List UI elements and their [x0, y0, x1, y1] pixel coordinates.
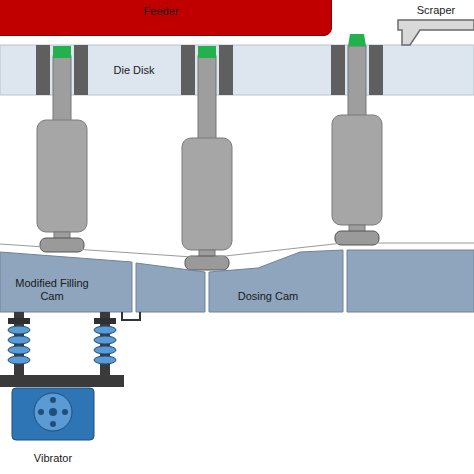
dosing-cam-label: Dosing Cam — [235, 289, 302, 304]
filling-cam-label: Modified Filling Cam — [4, 276, 100, 303]
filling-cam — [136, 263, 205, 312]
scraper-blade — [398, 20, 474, 45]
vibrator-motor — [12, 388, 94, 440]
lower-punch — [332, 34, 382, 245]
cam-block — [347, 250, 474, 312]
lower-punch — [37, 46, 87, 252]
scraper-label: Scraper — [414, 3, 459, 18]
die-disk-label: Die Disk — [111, 63, 158, 78]
node-text: Die Disk — [114, 64, 155, 77]
lower-punch — [182, 46, 232, 270]
dosing-cam — [209, 250, 343, 312]
node-text: Feeder — [0, 5, 331, 18]
bracket — [122, 312, 140, 320]
feeder-bar: Feeder — [0, 0, 332, 36]
filling-cam — [0, 252, 132, 312]
node-text: Dosing Cam — [238, 290, 299, 303]
node-text: Modified Filling Cam — [7, 277, 97, 302]
vibrator-label: Vibrator — [31, 451, 75, 466]
node-text: Scraper — [417, 4, 456, 17]
mounting-plate — [0, 375, 124, 387]
spring-mount — [8, 312, 116, 376]
node-text: Vibrator — [34, 452, 72, 465]
